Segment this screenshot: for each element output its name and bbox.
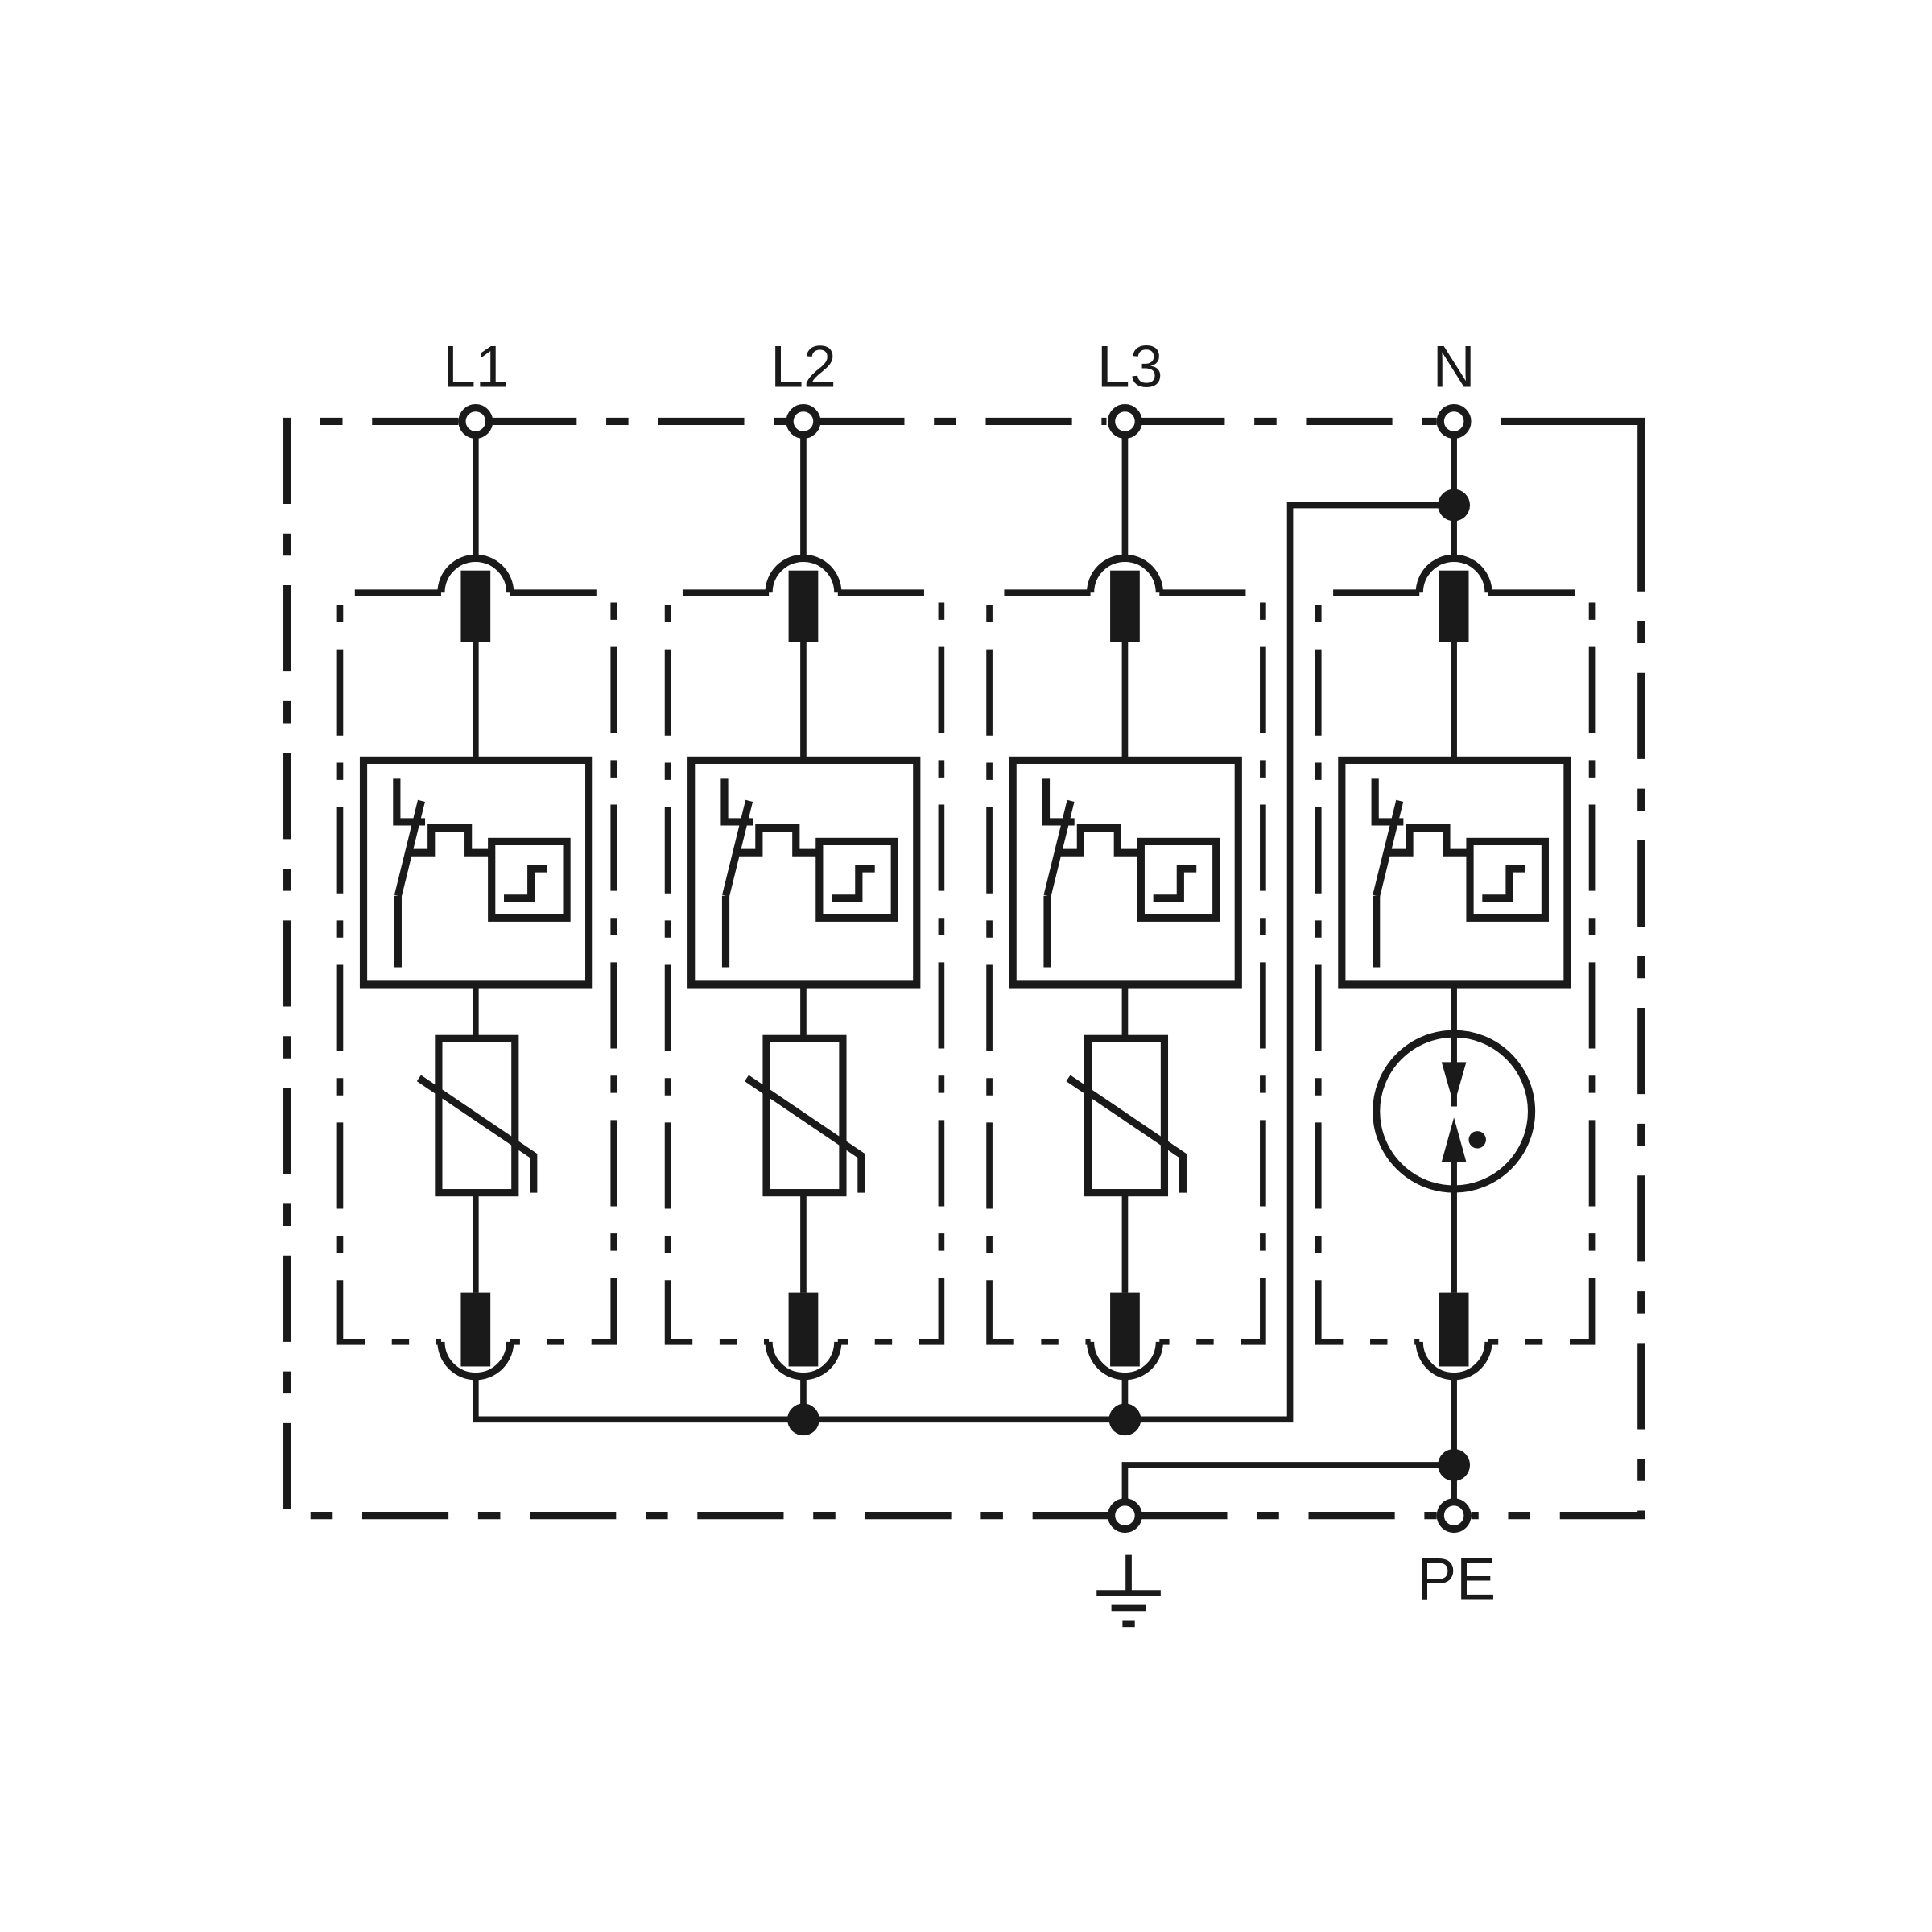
module-N <box>1315 435 1596 1381</box>
fuse-icon <box>788 1292 819 1367</box>
fuse-icon <box>1439 570 1469 642</box>
thermal-disconnector-icon <box>359 756 593 989</box>
module-L3 <box>986 435 1266 1381</box>
terminal-L2 <box>786 404 821 439</box>
earth-ground-icon <box>1096 1554 1161 1628</box>
module-L2 <box>664 435 945 1381</box>
bottom-terminal-arc <box>437 1341 514 1381</box>
fuse-icon <box>1110 570 1140 642</box>
terminal-PE <box>1436 1498 1472 1534</box>
bus-wiring <box>472 502 1457 1501</box>
fuse-icon <box>460 1292 491 1367</box>
varistor-icon <box>744 1034 865 1197</box>
junction-nodes <box>787 489 1471 1481</box>
label-L2: L2 <box>770 333 836 400</box>
terminal-N <box>1436 404 1472 439</box>
thermal-disconnector-icon <box>1338 756 1571 989</box>
junction-node <box>787 1403 819 1436</box>
label-L1: L1 <box>443 333 509 400</box>
terminals <box>458 404 1472 1534</box>
label-N: N <box>1433 333 1476 400</box>
varistor-icon <box>416 1034 538 1197</box>
label-L3: L3 <box>1097 333 1163 400</box>
module-L1 <box>336 435 617 1381</box>
fuse-icon <box>1439 1292 1469 1367</box>
top-terminal-arc <box>437 554 514 593</box>
fuse-icon <box>1110 1292 1140 1367</box>
junction-node <box>1108 1403 1141 1436</box>
fuse-icon <box>788 570 819 642</box>
label-PE: PE <box>1417 1546 1496 1612</box>
terminal-earth <box>1108 1498 1142 1534</box>
junction-node <box>1438 489 1471 522</box>
varistor-icon <box>1066 1034 1187 1197</box>
top-terminal-labels: L1 L2 L3 N <box>443 333 1476 400</box>
thermal-disconnector-icon <box>687 756 921 989</box>
junction-node <box>1438 1449 1471 1481</box>
fuse-icon <box>460 570 491 642</box>
terminal-L1 <box>458 404 493 439</box>
outer-enclosure <box>283 417 1645 1520</box>
terminal-L3 <box>1108 404 1142 439</box>
thermal-disconnector-icon <box>1009 756 1242 989</box>
